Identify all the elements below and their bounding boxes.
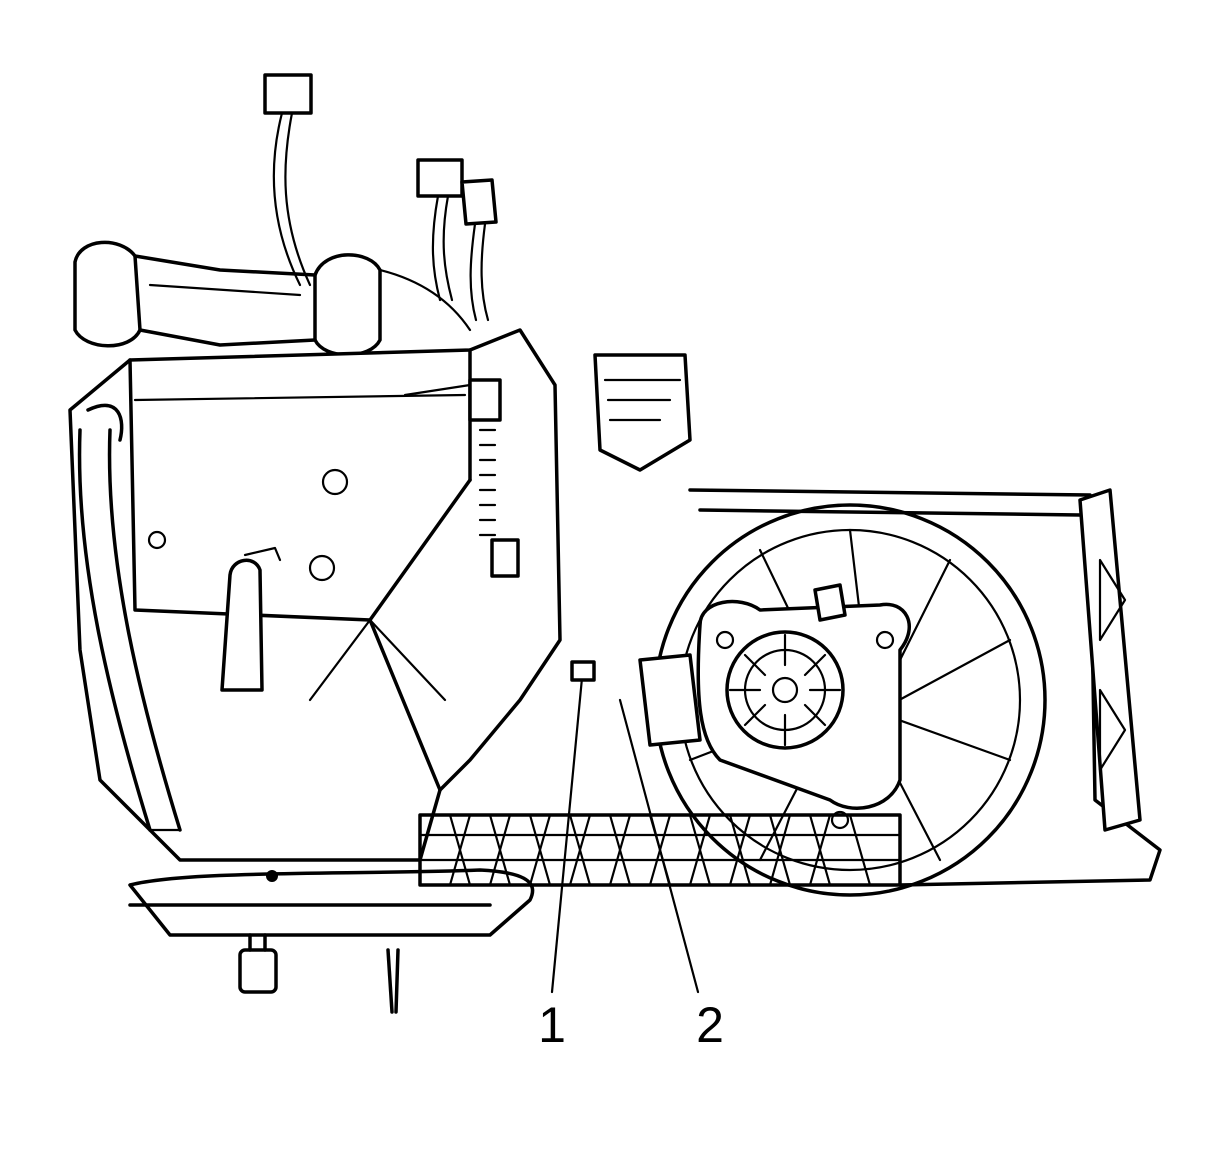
filter-grille [418,813,902,887]
callout-1-leader [550,676,584,994]
blower-housing [593,353,1162,887]
heater-case [68,328,562,862]
callout-1-label: 1 [538,997,566,1053]
wire-harness [263,73,498,322]
heater-hoses [77,403,182,832]
callout-2-leader [618,698,700,994]
callout-leaders [550,660,700,994]
drain-pan [128,868,535,1014]
blower-motor [638,583,911,830]
top-outlet-ducts [73,240,472,357]
callout-1-target [570,660,596,682]
callout-2-label: 2 [696,997,724,1053]
